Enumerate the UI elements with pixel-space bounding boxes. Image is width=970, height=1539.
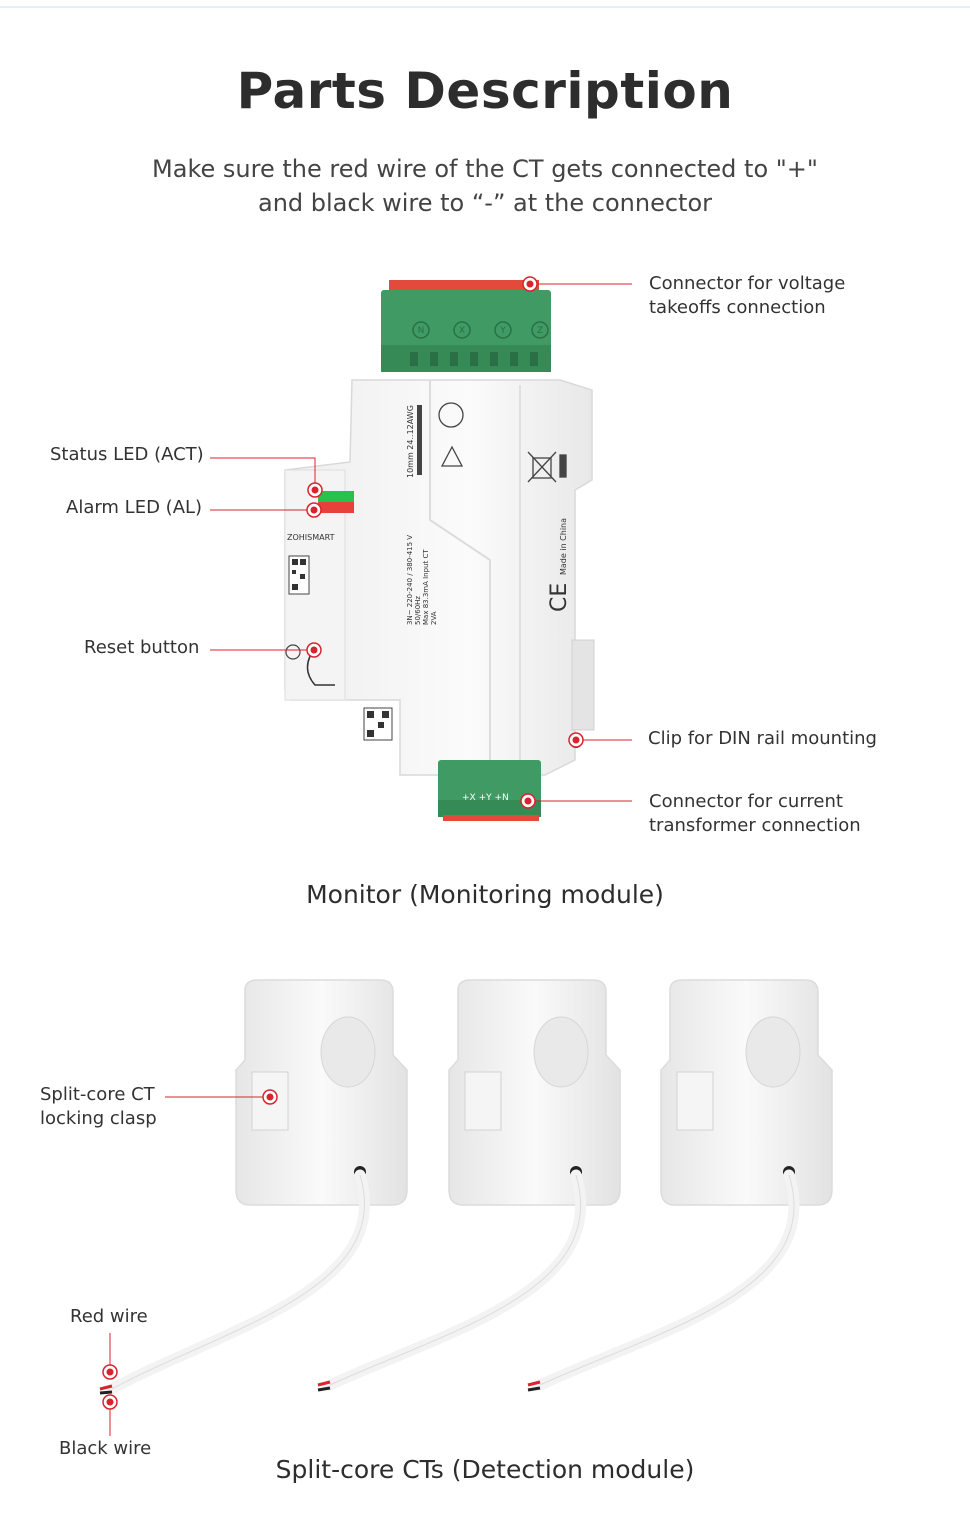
label-voltage-connector: Connector for voltage takeoffs connectio… — [649, 272, 845, 320]
label-ct-connector-line-1: Connector for current — [649, 791, 843, 812]
label-ct-connector: Connector for current transformer connec… — [649, 790, 861, 838]
label-status-led: Status LED (ACT) — [50, 444, 204, 465]
page-subtitle: Make sure the red wire of the CT gets co… — [0, 152, 970, 220]
label-alarm-led: Alarm LED (AL) — [66, 497, 203, 518]
ct-unit-2 — [317, 979, 621, 1392]
device-made-in: Made in China — [559, 518, 568, 575]
label-clasp-line-2: locking clasp — [40, 1108, 157, 1129]
device-rating-1: 3N~ 220-240 / 380-415 V — [406, 535, 414, 625]
label-voltage-connector-line-1: Connector for voltage — [649, 273, 846, 294]
label-red-wire: Red wire — [70, 1306, 148, 1327]
device-rating-2: 50/60Hz — [414, 596, 422, 625]
label-din-clip: Clip for DIN rail mounting — [648, 728, 877, 749]
monitor-caption: Monitor (Monitoring module) — [306, 880, 664, 909]
label-reset-button: Reset button — [84, 637, 200, 658]
device-rating-4: 2VA — [430, 611, 438, 625]
device-wire-spec: 10mm 24..12AWG — [406, 405, 415, 478]
qr-code-icon-2 — [363, 707, 393, 741]
page-title: Parts Description — [236, 62, 734, 120]
device-brand: ZOHISMART — [287, 533, 335, 542]
label-voltage-connector-line-2: takeoffs connection — [649, 297, 826, 318]
label-black-wire: Black wire — [59, 1438, 152, 1459]
voltage-terminal-block — [381, 280, 551, 372]
weee-bin-icon — [527, 451, 567, 483]
label-ct-connector-line-2: transformer connection — [649, 815, 861, 836]
label-clasp-line-1: Split-core CT — [40, 1084, 155, 1105]
callout-markers — [102, 276, 584, 1410]
terminal-label-x: X — [459, 326, 465, 336]
subtitle-line-2: and black wire to “-” at the connector — [257, 189, 712, 217]
ct-caption: Split-core CTs (Detection module) — [275, 1455, 695, 1484]
subtitle-line-1: Make sure the red wire of the CT gets co… — [152, 155, 818, 183]
wire-spec-icon — [417, 405, 422, 475]
qr-code-icon — [288, 555, 310, 595]
terminal-label-y: Y — [499, 326, 506, 336]
label-clasp: Split-core CT locking clasp — [40, 1083, 157, 1131]
ct-unit-3 — [527, 979, 833, 1392]
ct-terminal-label: +X +Y +N — [462, 793, 509, 803]
ce-mark: CE — [547, 583, 572, 612]
terminal-label-z: Z — [537, 326, 543, 336]
monitor-device — [284, 280, 595, 821]
terminal-label-n: N — [418, 326, 425, 336]
top-divider — [0, 6, 970, 8]
device-rating-3: Max 83.3mA Input CT — [422, 549, 430, 625]
ct-terminal-block — [438, 760, 541, 821]
warning-icon — [440, 445, 464, 467]
ct-unit-1 — [99, 979, 408, 1395]
